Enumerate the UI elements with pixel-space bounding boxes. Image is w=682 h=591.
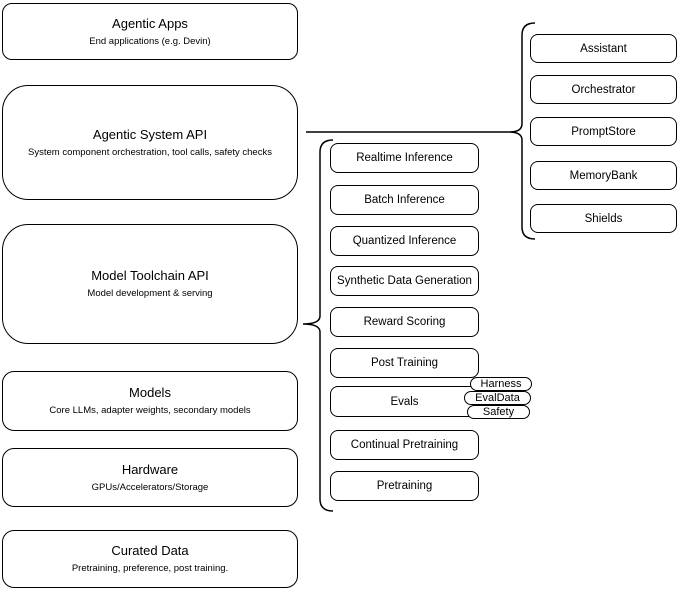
- box-reward-scoring: Reward Scoring: [330, 307, 479, 337]
- box-orchestrator: Orchestrator: [530, 75, 677, 104]
- badge-label: EvalData: [475, 391, 520, 404]
- box-label: MemoryBank: [569, 169, 638, 182]
- box-shields: Shields: [530, 204, 677, 233]
- box-label: Batch Inference: [364, 194, 445, 206]
- box-label: Orchestrator: [571, 83, 636, 96]
- badge-safety: Safety: [467, 405, 530, 419]
- box-subtitle: Core LLMs, adapter weights, secondary mo…: [49, 405, 251, 417]
- box-label: PromptStore: [571, 125, 636, 138]
- box-title: Models: [129, 385, 171, 401]
- box-realtime-inference: Realtime Inference: [330, 143, 479, 173]
- box-label: Synthetic Data Generation: [337, 275, 472, 287]
- box-title: Curated Data: [111, 543, 189, 559]
- box-label: Quantized Inference: [352, 235, 457, 247]
- box-title: Agentic System API: [92, 126, 208, 142]
- badge-harness: Harness: [470, 377, 532, 391]
- box-curated-data: Curated Data Pretraining, preference, po…: [2, 530, 298, 588]
- box-post-training: Post Training: [330, 348, 479, 378]
- box-label: Shields: [584, 212, 623, 225]
- box-title: Hardware: [121, 461, 179, 477]
- box-subtitle: Model development & serving: [87, 288, 213, 300]
- box-label: Continual Pretraining: [350, 439, 459, 451]
- box-model-toolchain-api: Model Toolchain API Model development & …: [2, 224, 298, 344]
- badge-label: Safety: [482, 405, 515, 418]
- box-label: Pretraining: [376, 480, 433, 492]
- box-agentic-system-api: Agentic System API System component orch…: [2, 85, 298, 200]
- box-batch-inference: Batch Inference: [330, 185, 479, 215]
- box-label: Evals: [390, 395, 419, 408]
- box-label: Post Training: [370, 357, 439, 369]
- box-subtitle: Pretraining, preference, post training.: [71, 563, 229, 575]
- box-evals: Evals: [330, 386, 479, 417]
- box-subtitle: End applications (e.g. Devin): [89, 35, 211, 47]
- box-quantized-inference: Quantized Inference: [330, 226, 479, 256]
- badge-label: Harness: [480, 377, 522, 390]
- box-label: Realtime Inference: [356, 152, 453, 164]
- box-subtitle: System component orchestration, tool cal…: [28, 146, 272, 158]
- box-models: Models Core LLMs, adapter weights, secon…: [2, 371, 298, 431]
- box-subtitle: GPUs/Accelerators/Storage: [91, 481, 209, 493]
- box-label: Assistant: [580, 42, 627, 55]
- brace-model-toolchain: [302, 139, 334, 512]
- box-synthetic-data-generation: Synthetic Data Generation: [330, 266, 479, 296]
- box-memorybank: MemoryBank: [530, 161, 677, 190]
- box-continual-pretraining: Continual Pretraining: [330, 430, 479, 460]
- box-label: Reward Scoring: [363, 316, 446, 328]
- box-pretraining: Pretraining: [330, 471, 479, 501]
- box-title: Agentic Apps: [112, 15, 188, 31]
- box-hardware: Hardware GPUs/Accelerators/Storage: [2, 448, 298, 507]
- box-assistant: Assistant: [530, 34, 677, 63]
- box-title: Model Toolchain API: [91, 268, 209, 284]
- badge-evaldata: EvalData: [464, 391, 531, 405]
- box-promptstore: PromptStore: [530, 117, 677, 146]
- box-agentic-apps: Agentic Apps End applications (e.g. Devi…: [2, 3, 298, 60]
